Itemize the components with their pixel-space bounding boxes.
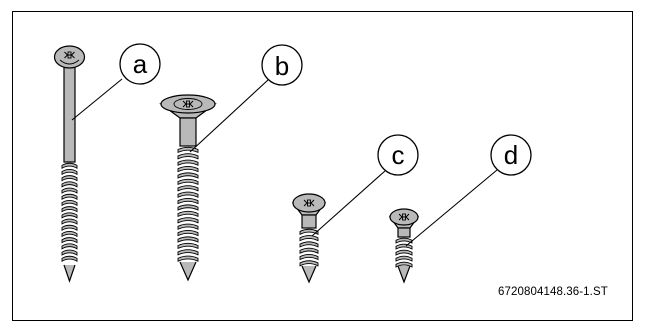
thread-band (61, 243, 78, 250)
thread-band (299, 235, 319, 242)
thread-band (61, 224, 78, 231)
thread-band (61, 181, 78, 188)
thread-band (395, 261, 413, 268)
leader-line-b (189, 79, 269, 153)
thread-band (61, 175, 78, 182)
thread-band (61, 168, 78, 176)
thread-band (177, 210, 199, 218)
figure-frame (12, 11, 633, 321)
thread-band (177, 223, 199, 230)
callout-c-label: c (392, 140, 405, 170)
figure-reference-code: 6720804148.36-1.ST (498, 286, 608, 298)
callout-a: a (119, 43, 161, 85)
thread-band (61, 255, 78, 262)
screw-a (53, 45, 86, 283)
thread-band (61, 249, 78, 256)
thread-band (177, 204, 199, 211)
thread-band (61, 212, 78, 219)
callout-d: d (490, 134, 532, 176)
thread-band (395, 237, 413, 244)
thread-band (61, 218, 78, 225)
thread-band (177, 172, 199, 179)
thread-band (177, 255, 199, 262)
thread-band (395, 243, 413, 250)
callout-c: c (377, 134, 419, 176)
thread-band (61, 187, 78, 194)
thread-band (177, 185, 199, 192)
thread-band (299, 228, 319, 236)
leader-line-c (311, 170, 386, 237)
thread-band (177, 198, 199, 205)
thread-band (177, 230, 199, 237)
thread-band (177, 178, 199, 186)
callout-b: b (261, 44, 303, 86)
thread-band (299, 260, 319, 267)
thread-band (177, 159, 199, 166)
screw-d (388, 208, 420, 284)
thread-band (61, 199, 78, 207)
thread-band (177, 249, 199, 256)
thread-band (61, 237, 78, 244)
thread-band (395, 255, 413, 262)
leader-line-d (405, 169, 498, 247)
thread-band (177, 217, 199, 224)
thread-band (177, 153, 199, 160)
thread-band (177, 236, 199, 243)
thread-band (299, 254, 319, 261)
screw-c (291, 193, 327, 284)
thread-band (177, 242, 199, 250)
thread-band (299, 241, 319, 248)
callout-b-label: b (275, 51, 289, 81)
leader-line-a (71, 78, 123, 121)
thread-band (61, 206, 78, 213)
thread-band (61, 230, 78, 238)
screw-b (159, 94, 217, 282)
thread-band (177, 166, 199, 173)
thread-band (299, 247, 319, 254)
callout-a-label: a (133, 49, 148, 79)
thread-band (395, 249, 413, 256)
callout-d-label: d (504, 140, 518, 170)
thread-band (61, 193, 78, 200)
thread-band (177, 191, 199, 198)
thread-band (61, 162, 78, 169)
